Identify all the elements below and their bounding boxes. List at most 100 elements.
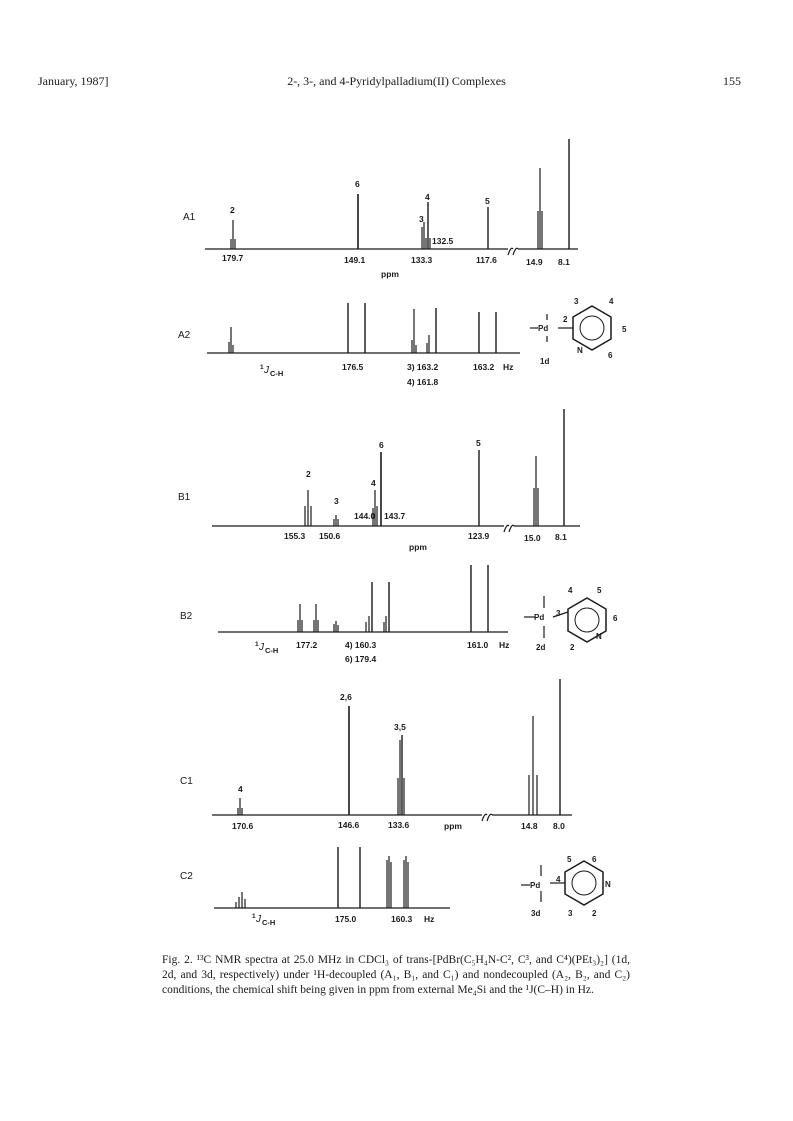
axis-label: 8.0 — [553, 821, 565, 831]
compound-label: 2d — [536, 643, 545, 652]
axis-label: 163.2 — [473, 362, 495, 372]
nitrogen-label: N — [577, 346, 583, 355]
axis-label: 3) 163.2 — [407, 362, 438, 372]
peak-label: 3 — [334, 496, 339, 506]
pyridine-ring — [572, 305, 612, 351]
spectrum-label-c1: C1 — [180, 776, 193, 787]
axis-label: 161.0 — [467, 640, 489, 650]
ring-number: 4 — [609, 297, 614, 306]
axis-label: 4) 161.8 — [407, 377, 438, 387]
axis-label: 6) 179.4 — [345, 654, 376, 664]
ring-number: 6 — [608, 351, 613, 360]
axis-break — [503, 524, 515, 533]
spectrum-c1 — [212, 679, 572, 822]
axis-break — [507, 247, 519, 256]
jlabel-pre: 1 — [260, 364, 264, 371]
axis-unit: ppm — [444, 821, 462, 831]
axis-break — [481, 813, 493, 822]
jlabel-pre: 1 — [255, 641, 259, 648]
ring-number: 3 — [568, 909, 573, 918]
pyridine-ring — [564, 860, 604, 906]
axis-label: 150.6 — [319, 531, 341, 541]
compound-label: 1d — [540, 357, 549, 366]
structure-labels: Pd 2 3 4 5 6 N 1d Pd 3 4 5 6 2 N 2d Pd 4… — [530, 297, 627, 918]
axis-label: 176.5 — [342, 362, 364, 372]
jlabel-pre: 1 — [252, 913, 256, 920]
ring-number: 5 — [622, 325, 627, 334]
spectrum-b2 — [218, 565, 508, 633]
axis-label: 179.7 — [222, 253, 244, 263]
structure-2d — [524, 596, 607, 643]
axis-label: 155.3 — [284, 531, 306, 541]
spectrum-label-a2: A2 — [178, 330, 191, 341]
nitrogen-label: N — [605, 880, 611, 889]
axis-label: 123.9 — [468, 531, 490, 541]
aromatic-circle — [579, 315, 605, 341]
axis-label: 117.6 — [476, 255, 497, 265]
peak-label: 6 — [355, 179, 360, 189]
spectrum-label-b1: B1 — [178, 492, 191, 503]
pyridine-ring — [567, 597, 607, 643]
spectrum-a2 — [207, 303, 520, 354]
tick-labels: 179.7 149.1 133.3 117.6 14.9 8.1 ppm 2 6… — [222, 179, 570, 927]
spectrum-label-a1: A1 — [183, 212, 196, 223]
spectrum-c2 — [214, 847, 450, 909]
axis-label: 170.6 — [232, 821, 254, 831]
ring-number: 5 — [567, 855, 572, 864]
jlabel-sub: C-H — [262, 918, 275, 927]
axis-label: 133.3 — [411, 255, 433, 265]
ring-number: 4 — [556, 875, 561, 884]
spectrum-label-b2: B2 — [180, 611, 193, 622]
compound-label: 3d — [531, 909, 540, 918]
axis-unit: ppm — [409, 542, 427, 552]
axis-label: 4) 160.3 — [345, 640, 376, 650]
spectrum-labels: A1 A2 B1 B2 C1 C2 — [178, 212, 196, 882]
axis-unit: Hz — [499, 640, 509, 650]
running-header-title: 2-, 3-, and 4-Pyridylpalladium(II) Compl… — [287, 74, 506, 88]
peak-label: 144.0 — [354, 511, 376, 521]
peak-label: 132.5 — [432, 236, 454, 246]
nitrogen-label: N — [596, 632, 602, 641]
ring-number: 2 — [592, 909, 597, 918]
peak-label: 2 — [306, 469, 311, 479]
metal-label: Pd — [538, 324, 548, 333]
peak-label: 2,6 — [340, 692, 352, 702]
axis-label: 160.3 — [391, 914, 413, 924]
peak-label: 4 — [371, 478, 376, 488]
metal-label: Pd — [534, 613, 544, 622]
aromatic-circle — [574, 607, 600, 633]
axis-label: 14.8 — [521, 821, 538, 831]
ring-number: 6 — [592, 855, 597, 864]
axis-label: 8.1 — [558, 257, 570, 267]
figure-caption: Fig. 2. ¹³C NMR spectra at 25.0 MHz in C… — [162, 954, 630, 996]
peak-label: 5 — [485, 196, 490, 206]
axis-label: 15.0 — [524, 533, 541, 543]
peak-label: 2 — [230, 205, 235, 215]
peak-label: 6 — [379, 440, 384, 450]
axis-label: 149.1 — [344, 255, 366, 265]
ring-number: 6 — [613, 614, 618, 623]
ring-number: 3 — [574, 297, 579, 306]
ring-number: 2 — [570, 643, 575, 652]
spectrum-a1 — [205, 139, 578, 256]
spectrum-label-c2: C2 — [180, 871, 193, 882]
aromatic-circle — [571, 870, 597, 896]
peak-label: 3 — [419, 214, 424, 224]
peak-label: 4 — [425, 192, 430, 202]
peak-label: 3,5 — [394, 722, 406, 732]
axis-label: 133.6 — [388, 820, 410, 830]
axis-label: 175.0 — [335, 914, 357, 924]
page-number: 155 — [723, 74, 741, 88]
axis-label: 177.2 — [296, 640, 318, 650]
ring-number: 5 — [597, 586, 602, 595]
jlabel-sub: C-H — [265, 646, 278, 655]
spectrum-b1 — [212, 409, 580, 533]
bond — [552, 611, 569, 618]
peak-label: 4 — [238, 784, 243, 794]
structure-3d — [521, 860, 604, 906]
jlabel-sub: C-H — [270, 369, 283, 378]
running-header-date: January, 1987] — [38, 74, 109, 88]
jlabel-main: J — [255, 914, 262, 925]
peak-label: 143.7 — [384, 511, 406, 521]
